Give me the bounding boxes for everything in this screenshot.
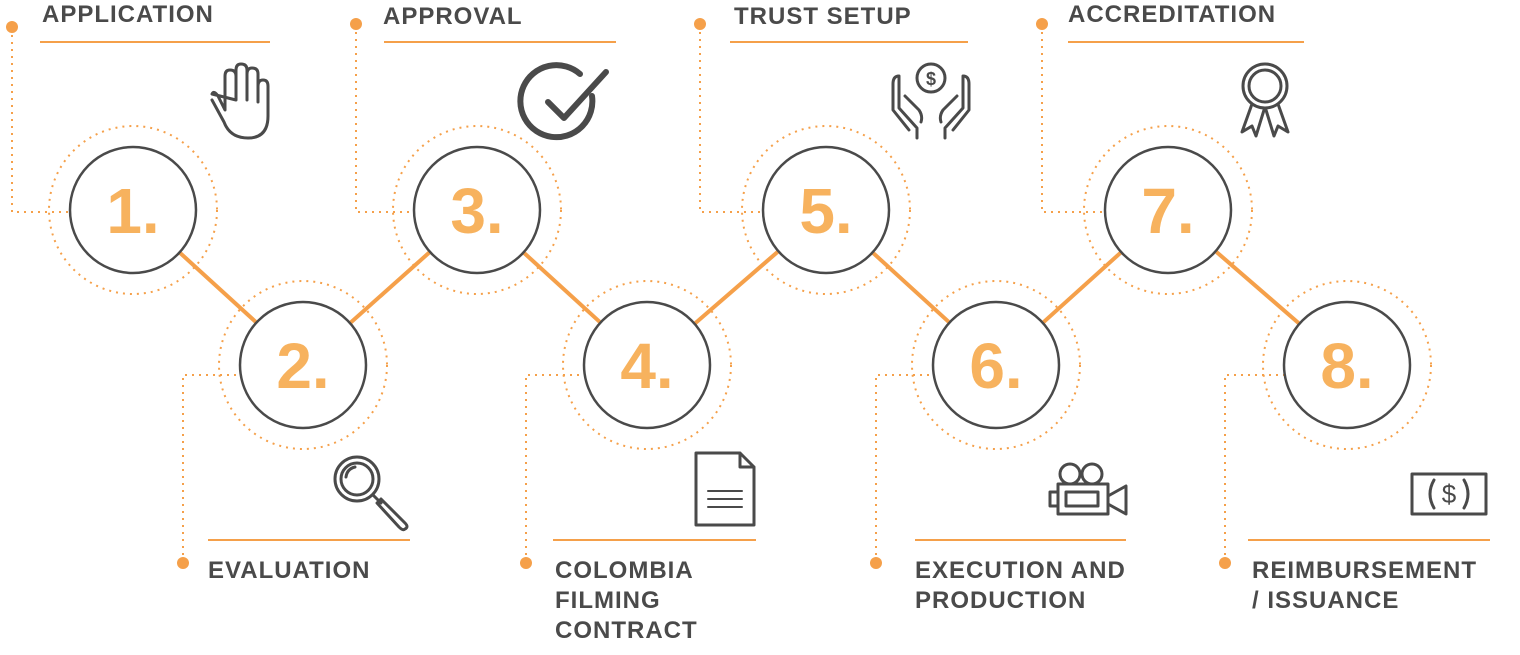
step-circle: [1282, 300, 1412, 430]
step-6: 6.: [911, 280, 1081, 450]
dotted-guide: [875, 374, 933, 555]
step-label-line: CONTRACT: [555, 617, 698, 644]
marker-dot: [177, 557, 189, 569]
step-label-line: ACCREDITATION: [1068, 1, 1277, 28]
step-label-2: EVALUATION: [208, 556, 370, 586]
step-circle: [931, 300, 1061, 430]
marker-dot: [520, 557, 532, 569]
step-circles: 1. 2. 3. 4. 5. 6. 7. 8.: [48, 125, 1432, 450]
step-connectors: [178, 249, 1301, 326]
check-circle-icon: [517, 62, 609, 141]
step-4: 4.: [562, 280, 732, 450]
dotted-ring: [1083, 125, 1253, 295]
step-circle: [582, 300, 712, 430]
dotted-ring: [911, 280, 1081, 450]
step-number: 8.: [1320, 330, 1373, 402]
step-label-line: / ISSUANCE: [1252, 587, 1400, 614]
step-number: 1.: [106, 175, 159, 247]
step-circle: [68, 145, 198, 275]
dotted-guide: [699, 32, 763, 213]
dotted-ring: [392, 125, 562, 295]
award-ribbon-icon: [1240, 62, 1290, 138]
marker-dot: [870, 557, 882, 569]
step-label-line: FILMING: [555, 587, 661, 614]
step-circle: [761, 145, 891, 275]
dotted-guide: [525, 374, 584, 555]
dotted-ring: [741, 125, 911, 295]
document-icon: [694, 451, 756, 527]
step-label-line: COLOMBIA: [555, 557, 694, 584]
step-7: 7.: [1083, 125, 1253, 295]
step-label-3: APPROVAL: [383, 2, 523, 32]
dotted-ring: [1262, 280, 1432, 450]
step-label-line: APPLICATION: [42, 1, 214, 28]
step-circle: [238, 300, 368, 430]
banknote-icon: $: [1410, 472, 1488, 516]
dotted-guide: [182, 374, 240, 555]
step-3: 3.: [392, 125, 562, 295]
marker-dot: [6, 21, 18, 33]
dotted-ring: [218, 280, 388, 450]
dotted-guides: [6, 18, 1490, 569]
marker-dot: [1219, 557, 1231, 569]
step-label-4: COLOMBIA FILMING CONTRACT: [555, 556, 698, 646]
step-5: 5.: [741, 125, 911, 295]
step-2: 2.: [218, 280, 388, 450]
step-label-7: ACCREDITATION: [1068, 0, 1276, 30]
marker-dot: [694, 18, 706, 30]
raised-hand-icon: [210, 62, 270, 140]
dotted-ring: [562, 280, 732, 450]
dotted-ring: [48, 125, 218, 295]
step-1: 1.: [48, 125, 218, 295]
step-label-line: EXECUTION AND: [915, 557, 1126, 584]
dotted-guide: [1224, 374, 1284, 555]
connector-line: [522, 250, 602, 325]
step-circle: [1103, 145, 1233, 275]
step-label-line: APPROVAL: [383, 3, 523, 30]
movie-camera-icon: [1048, 462, 1128, 516]
connector-line: [348, 250, 432, 325]
dotted-guide: [1041, 32, 1105, 213]
step-label-line: REIMBURSEMENT: [1252, 557, 1478, 584]
step-label-line: EVALUATION: [208, 557, 371, 584]
connector-line: [693, 249, 780, 326]
step-number: 3.: [450, 175, 503, 247]
connector-line: [1041, 250, 1123, 325]
marker-dot: [350, 18, 362, 30]
step-label-8: REIMBURSEMENT / ISSUANCE: [1252, 556, 1477, 616]
step-number: 5.: [799, 175, 852, 247]
dotted-guide: [355, 32, 414, 213]
step-number: 7.: [1141, 175, 1194, 247]
step-icons: $$: [210, 62, 1488, 532]
step-8: 8.: [1262, 280, 1432, 450]
step-label-line: PRODUCTION: [915, 587, 1087, 614]
step-circle: [412, 145, 542, 275]
step-label-5: TRUST SETUP: [734, 2, 912, 32]
step-number: 2.: [276, 330, 329, 402]
hands-dollar-icon: $: [891, 62, 971, 140]
dotted-guide: [11, 35, 70, 213]
step-label-6: EXECUTION AND PRODUCTION: [915, 556, 1126, 616]
connector-line: [871, 250, 951, 325]
step-number: 6.: [969, 330, 1022, 402]
magnifying-glass-icon: [333, 455, 409, 532]
step-number: 4.: [620, 330, 673, 402]
step-label-1: APPLICATION: [42, 0, 214, 30]
svg-text:$: $: [926, 69, 936, 89]
marker-dot: [1036, 18, 1048, 30]
step-label-line: TRUST SETUP: [734, 3, 912, 30]
svg-text:$: $: [1442, 479, 1457, 509]
connector-line: [178, 250, 258, 325]
connector-line: [1214, 249, 1301, 326]
